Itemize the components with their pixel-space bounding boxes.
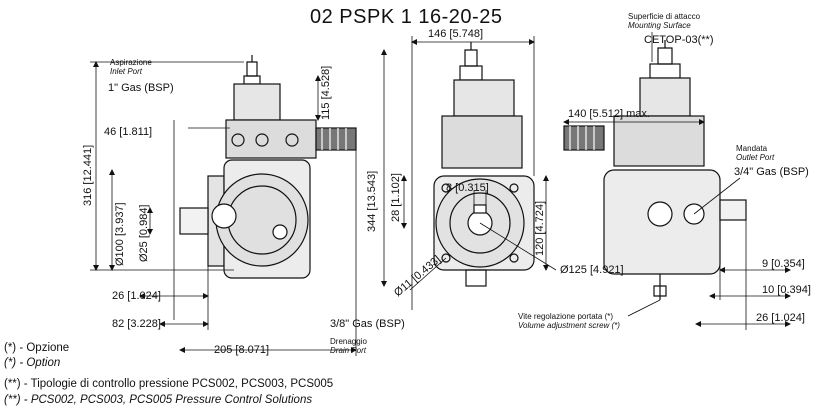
side-view-pump	[179, 55, 357, 279]
dim-46: 46 [1.811]	[104, 126, 153, 138]
note-pcs-en: (**) - PCS002, PCS003, PCS005 Pressure C…	[4, 394, 313, 406]
dim-140: 140 [5.512] max.	[568, 108, 650, 120]
dim-146: 146 [5.748]	[428, 28, 484, 40]
inlet-label-en: Inlet Port	[110, 67, 143, 76]
dim-8: 8 [0.315]	[446, 182, 489, 194]
mounting-label-it: Superficie di attacco	[628, 12, 701, 21]
screw-label-it: Vite regolazione portata (*)	[518, 312, 614, 321]
mounting-code: CETOP-03(**)	[644, 34, 714, 46]
dim-120: 120 [4.724]	[534, 200, 546, 256]
dim-316: 316 [12.441]	[82, 144, 94, 206]
screw-label-en: Volume adjustment screw (*)	[518, 321, 620, 330]
front-view-pump	[433, 42, 535, 287]
inlet-size-label: 1" Gas (BSP)	[108, 82, 174, 94]
dim-26a: 26 [1.024]	[112, 290, 161, 302]
drain-label-en: Drain Port	[330, 346, 367, 355]
dim-9: 9 [0.354]	[762, 258, 805, 270]
dim-82: 82 [3.228]	[112, 318, 161, 330]
back-view-pump	[563, 40, 747, 300]
drain-size-label: 3/8" Gas (BSP)	[330, 318, 405, 330]
dim-344: 344 [13.543]	[366, 170, 378, 232]
note-option-en: (*) - Option	[4, 357, 61, 369]
dim-28: 28 [1.102]	[390, 173, 402, 222]
note-pcs-it: (**) - Tipologie di controllo pressione …	[4, 378, 334, 390]
dim-115: 115 [4.528]	[320, 65, 332, 120]
drain-label-it: Drenaggio	[330, 337, 367, 346]
outlet-size-label: 3/4" Gas (BSP)	[734, 166, 809, 178]
outlet-label-en: Outlet Port	[736, 153, 775, 162]
dim-205: 205 [8.071]	[214, 344, 270, 356]
dim-10: 10 [0.394]	[762, 284, 811, 296]
inlet-label-it: Aspirazione	[110, 58, 152, 67]
dim-26b: 26 [1.024]	[756, 312, 805, 324]
dimension-lines	[90, 32, 791, 356]
mounting-label-en: Mounting Surface	[628, 21, 691, 30]
dim-100: Ø100 [3.937]	[114, 202, 126, 266]
outlet-label-it: Mandata	[736, 144, 768, 153]
dim-125: Ø125 [4.921]	[560, 264, 624, 276]
dim-25: Ø25 [0.984]	[138, 204, 150, 263]
drawing-title: 02 PSPK 1 16-20-25	[310, 6, 503, 28]
note-option-it: (*) - Opzione	[4, 342, 70, 354]
